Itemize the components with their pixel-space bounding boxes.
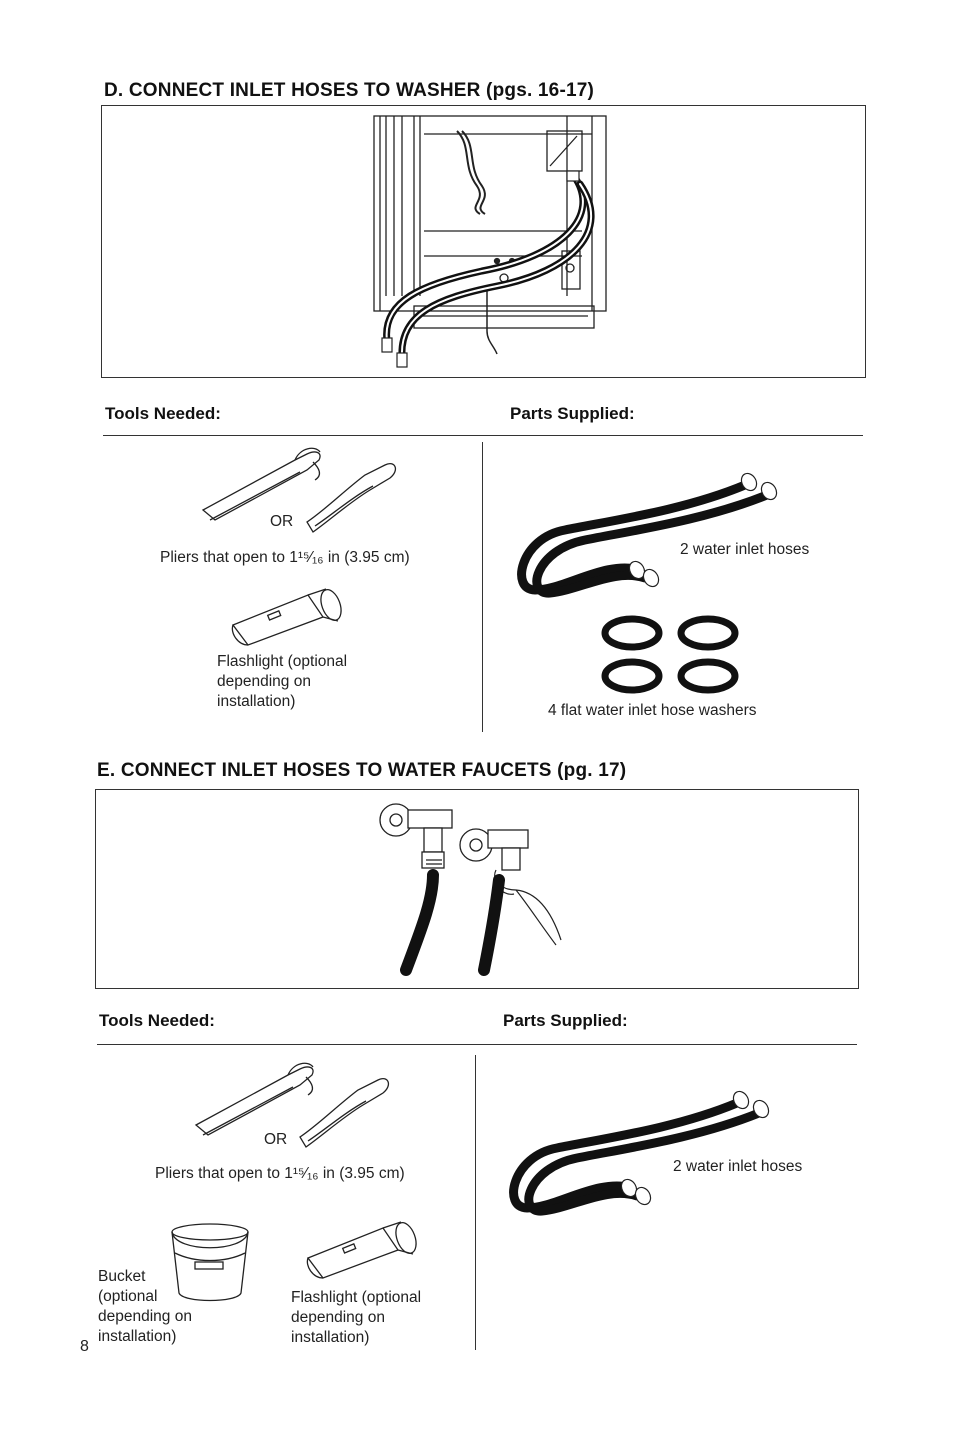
section-d-or-label: OR bbox=[270, 513, 294, 530]
flashlight-icon bbox=[306, 1221, 417, 1279]
section-e-bucket-caption-1: Bucket bbox=[98, 1268, 146, 1285]
section-e-parts-heading: Parts Supplied: bbox=[503, 1011, 628, 1030]
section-e-flashlight-caption-2: depending on bbox=[291, 1309, 385, 1326]
section-e-flashlight-caption-1: Flashlight (optional bbox=[291, 1289, 422, 1306]
section-d-flashlight-caption-3: installation) bbox=[217, 693, 296, 710]
section-d-tools-heading: Tools Needed: bbox=[105, 404, 221, 423]
inlet-hoses-icon bbox=[517, 472, 778, 598]
page-number: 8 bbox=[80, 1338, 89, 1355]
pliers-icon bbox=[201, 447, 397, 533]
section-d-parts-heading: Parts Supplied: bbox=[510, 404, 635, 423]
bucket-icon bbox=[171, 1223, 249, 1302]
section-e-pliers-caption: Pliers that open to 1¹⁵⁄₁₆ in (3.95 cm) bbox=[155, 1165, 405, 1182]
washer-rear-illustration bbox=[373, 115, 607, 368]
section-d-illustration-frame bbox=[101, 105, 866, 378]
section-d-title: D. CONNECT INLET HOSES TO WASHER (pgs. 1… bbox=[104, 80, 595, 101]
section-e-or-label: OR bbox=[264, 1131, 288, 1148]
section-d-hoses-caption: 2 water inlet hoses bbox=[680, 541, 810, 558]
section-e-flashlight-caption-3: installation) bbox=[291, 1329, 370, 1346]
flashlight-icon bbox=[231, 588, 342, 646]
section-e-bucket-caption-4: installation) bbox=[98, 1328, 177, 1345]
section-d-washers-caption: 4 flat water inlet hose washers bbox=[548, 702, 757, 719]
section-d-flashlight-caption-1: Flashlight (optional bbox=[217, 653, 348, 670]
pliers-icon bbox=[194, 1062, 390, 1148]
section-d-flashlight-caption-2: depending on bbox=[217, 673, 311, 690]
section-d-pliers-caption: Pliers that open to 1¹⁵⁄₁₆ in (3.95 cm) bbox=[160, 549, 410, 566]
section-e-heading-rule bbox=[97, 1044, 857, 1045]
section-e-title: E. CONNECT INLET HOSES TO WATER FAUCETS … bbox=[97, 760, 627, 781]
section-e-tools-heading: Tools Needed: bbox=[99, 1011, 215, 1030]
section-e-bucket-caption-2: (optional bbox=[98, 1288, 158, 1305]
section-e-illustration-frame bbox=[95, 789, 859, 989]
section-e-hoses-caption: 2 water inlet hoses bbox=[673, 1158, 803, 1175]
section-e-bucket-caption-3: depending on bbox=[98, 1308, 192, 1325]
section-e-column-divider bbox=[475, 1055, 476, 1350]
hose-washers-icon bbox=[601, 615, 739, 694]
faucet-connection-illustration bbox=[379, 803, 562, 976]
inlet-hoses-icon bbox=[509, 1090, 770, 1216]
section-d-heading-rule bbox=[103, 435, 863, 436]
section-d-column-divider bbox=[482, 442, 483, 732]
